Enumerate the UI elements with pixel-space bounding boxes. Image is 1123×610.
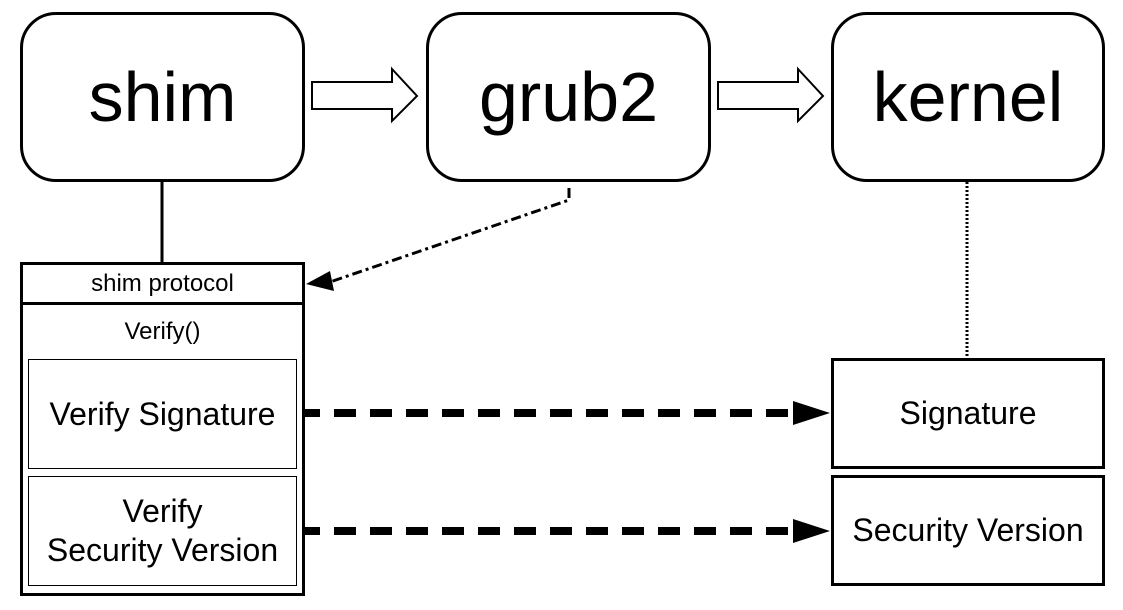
shim-protocol-method: Verify() bbox=[23, 311, 302, 353]
stage-kernel-label: kernel bbox=[872, 58, 1064, 136]
verify-security-version-arrowhead bbox=[793, 519, 830, 543]
stage-kernel: kernel bbox=[831, 12, 1105, 182]
kernel-signature-label: Signature bbox=[899, 395, 1037, 431]
stage-grub2-label: grub2 bbox=[478, 58, 659, 136]
verify-security-version-box: Verify Security Version bbox=[28, 476, 297, 586]
grub2-calls-protocol-arrowhead bbox=[306, 271, 334, 291]
hollow-arrow-shim-to-grub2 bbox=[311, 66, 419, 124]
kernel-security-version-box: Security Version bbox=[831, 475, 1105, 586]
verify-signature-arrowhead bbox=[793, 401, 830, 425]
stage-grub2: grub2 bbox=[426, 12, 711, 182]
hollow-arrow-grub2-to-kernel bbox=[717, 66, 825, 124]
shim-protocol-title: shim protocol bbox=[23, 265, 302, 305]
stage-shim-label: shim bbox=[88, 58, 237, 136]
verify-security-version-label: Verify Security Version bbox=[46, 493, 279, 568]
kernel-security-version-label: Security Version bbox=[852, 512, 1084, 548]
verify-signature-label: Verify Signature bbox=[49, 395, 276, 432]
shim-protocol-title-text: shim protocol bbox=[91, 269, 234, 297]
shim-protocol-method-text: Verify() bbox=[124, 318, 201, 345]
stage-shim: shim bbox=[20, 12, 305, 182]
grub2-calls-protocol-arrow bbox=[329, 188, 571, 284]
kernel-signature-box: Signature bbox=[831, 358, 1105, 469]
verify-signature-box: Verify Signature bbox=[28, 359, 297, 469]
shim-protocol-box bbox=[20, 262, 305, 596]
